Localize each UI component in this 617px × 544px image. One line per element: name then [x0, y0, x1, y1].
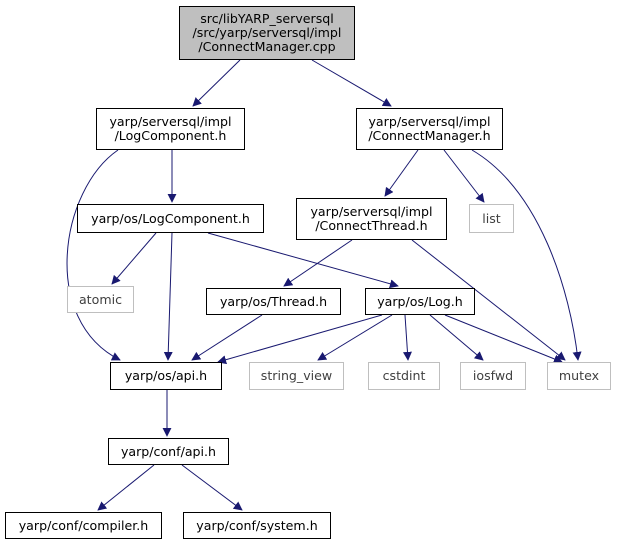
- edge-connectthread-to-mutex: [411, 239, 566, 361]
- edge-logcomponent-impl-to-os-api: [66, 149, 121, 361]
- node-iosfwd[interactable]: iosfwd: [460, 362, 526, 390]
- node-list[interactable]: list: [469, 204, 514, 233]
- node-logcomponent-impl-h[interactable]: yarp/serversql/impl /LogComponent.h: [96, 108, 245, 150]
- edge-connectmanager-impl-to-mutex: [471, 149, 582, 361]
- edge-conf-api-to-conf-system: [181, 464, 243, 511]
- node-mutex[interactable]: mutex: [547, 362, 611, 390]
- edge-os-log-to-iosfwd: [429, 314, 484, 361]
- edge-conf-api-to-conf-compiler: [97, 464, 155, 511]
- edge-os-thread-to-os-api: [191, 314, 263, 361]
- node-connectmanager-impl-h[interactable]: yarp/serversql/impl /ConnectManager.h: [356, 108, 503, 150]
- node-conf-api-h[interactable]: yarp/conf/api.h: [108, 438, 229, 465]
- node-string-view[interactable]: string_view: [249, 362, 344, 390]
- node-conf-system-h[interactable]: yarp/conf/system.h: [183, 512, 331, 539]
- edge-os-logcomponent-to-os-api: [163, 232, 173, 361]
- edge-os-logcomponent-to-os-log: [207, 232, 399, 289]
- edge-os-log-to-os-api: [217, 314, 383, 365]
- edge-os-log-to-cstdint: [402, 314, 412, 361]
- node-os-api-h[interactable]: yarp/os/api.h: [110, 362, 222, 390]
- node-os-log-h[interactable]: yarp/os/Log.h: [365, 288, 475, 315]
- edge-connectmanager-impl-to-list: [443, 149, 485, 203]
- node-cstdint[interactable]: cstdint: [368, 362, 440, 390]
- edge-os-log-to-mutex: [444, 314, 563, 364]
- node-os-logcomponent-h[interactable]: yarp/os/LogComponent.h: [77, 204, 264, 233]
- edge-os-log-to-string-view: [317, 314, 393, 361]
- edge-connectmanager-impl-to-connectthread: [384, 149, 419, 197]
- edge-root-to-connectmanager-impl: [311, 59, 392, 107]
- node-connectmanager-cpp[interactable]: src/libYARP_serversql /src/yarp/serversq…: [179, 6, 355, 60]
- node-connectthread-impl-h[interactable]: yarp/serversql/impl /ConnectThread.h: [296, 198, 447, 240]
- edge-connectthread-to-os-thread: [283, 239, 353, 287]
- edge-os-logcomponent-to-atomic: [111, 232, 157, 285]
- edge-root-to-logcomponent-impl: [192, 59, 241, 107]
- node-atomic[interactable]: atomic: [67, 286, 134, 313]
- node-conf-compiler-h[interactable]: yarp/conf/compiler.h: [5, 512, 162, 539]
- node-os-thread-h[interactable]: yarp/os/Thread.h: [206, 288, 341, 315]
